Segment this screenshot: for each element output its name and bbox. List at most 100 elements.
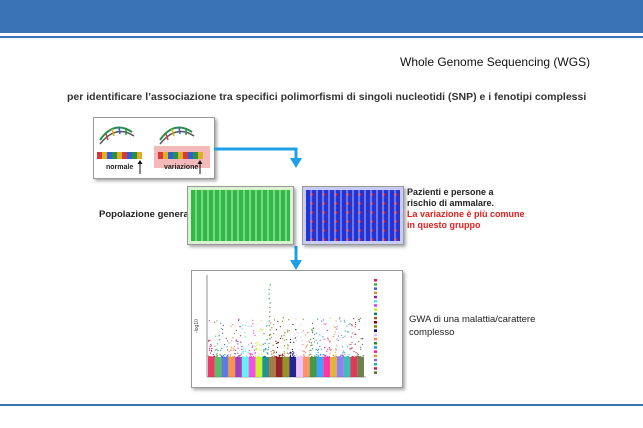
snp-point bbox=[317, 351, 319, 354]
snp-point bbox=[252, 319, 254, 321]
snp-point bbox=[211, 350, 213, 352]
snp-point bbox=[317, 349, 319, 351]
snp-point bbox=[217, 349, 219, 351]
snp-point bbox=[254, 349, 257, 351]
snp-point bbox=[249, 353, 251, 355]
snp-point bbox=[329, 350, 332, 352]
snp-point bbox=[295, 318, 297, 320]
legend-swatch bbox=[374, 279, 377, 282]
snp-point bbox=[300, 344, 302, 346]
snp-point bbox=[265, 349, 267, 351]
snp-point bbox=[354, 343, 356, 345]
snp-point bbox=[279, 356, 281, 358]
manhattan-legend bbox=[374, 279, 377, 374]
snp-point bbox=[317, 348, 320, 350]
slide-subtitle: per identificare l’associazione tra spec… bbox=[67, 91, 587, 103]
legend-swatch bbox=[374, 363, 377, 366]
chromosome-band bbox=[302, 357, 310, 377]
snp-point bbox=[208, 349, 211, 351]
snp-point bbox=[261, 344, 263, 346]
snp-point bbox=[329, 348, 331, 350]
snp-point bbox=[297, 356, 299, 358]
peak-point bbox=[269, 338, 271, 340]
snp-point bbox=[343, 356, 345, 358]
snp-point bbox=[316, 355, 318, 358]
snp-point bbox=[271, 327, 273, 329]
snp-point bbox=[314, 356, 316, 358]
snp-point bbox=[211, 348, 213, 350]
snp-point bbox=[303, 353, 305, 355]
snp-point bbox=[346, 325, 348, 327]
snp-point bbox=[324, 355, 326, 358]
variant-label: variazione bbox=[164, 164, 199, 171]
snp-point bbox=[336, 325, 338, 327]
snp-point bbox=[277, 320, 279, 322]
snp-point bbox=[340, 320, 342, 322]
snp-point bbox=[336, 356, 338, 358]
snp-point bbox=[273, 333, 275, 335]
snp-point bbox=[317, 354, 319, 356]
snp-point bbox=[283, 354, 285, 357]
snp-point bbox=[351, 325, 353, 327]
snp-point bbox=[329, 341, 331, 343]
legend-swatch bbox=[374, 333, 377, 337]
chromosome-band bbox=[262, 357, 270, 377]
snp-point bbox=[346, 331, 349, 333]
snp-point bbox=[348, 324, 350, 326]
snp-point bbox=[235, 339, 237, 341]
snp-point bbox=[212, 353, 214, 356]
snp-point bbox=[230, 346, 232, 348]
snp-point bbox=[221, 332, 224, 334]
snp-point bbox=[326, 329, 328, 331]
snp-point bbox=[290, 352, 292, 354]
snp-point bbox=[293, 352, 295, 354]
snp-point bbox=[311, 344, 313, 346]
snp-point bbox=[231, 356, 234, 358]
snp-point bbox=[227, 354, 229, 356]
snp-point bbox=[294, 337, 296, 339]
snp-point bbox=[208, 347, 211, 349]
snp-point bbox=[228, 350, 230, 353]
snp-point bbox=[226, 354, 228, 357]
snp-point bbox=[222, 354, 225, 357]
legend-swatch bbox=[374, 346, 377, 349]
snp-point bbox=[332, 354, 335, 357]
snp-point bbox=[287, 329, 289, 331]
snp-point bbox=[263, 348, 265, 351]
snp-point bbox=[289, 352, 291, 354]
peak-point bbox=[268, 324, 270, 327]
legend-swatch bbox=[374, 350, 377, 353]
snp-point bbox=[213, 356, 215, 358]
snp-point bbox=[272, 344, 274, 346]
snp-point bbox=[323, 354, 325, 356]
snp-point bbox=[301, 350, 303, 352]
snp-point bbox=[238, 318, 240, 320]
snp-point bbox=[248, 349, 250, 351]
snp-point bbox=[312, 330, 314, 332]
snp-point bbox=[319, 345, 321, 348]
snp-point bbox=[216, 320, 218, 322]
snp-point bbox=[265, 356, 267, 358]
peak-point bbox=[269, 333, 272, 336]
snp-point bbox=[258, 354, 260, 356]
snp-point bbox=[289, 356, 291, 358]
snp-panel: normale variazione bbox=[93, 117, 215, 179]
snp-point bbox=[361, 338, 364, 340]
snp-point bbox=[302, 343, 304, 346]
peak-point bbox=[269, 311, 271, 313]
snp-point bbox=[333, 356, 335, 358]
snp-point bbox=[244, 351, 246, 353]
snp-point bbox=[246, 355, 248, 358]
legend-swatch bbox=[374, 329, 377, 332]
snp-point bbox=[348, 331, 350, 333]
snp-point bbox=[215, 355, 217, 358]
snp-point bbox=[219, 354, 221, 356]
snp-point bbox=[250, 352, 252, 355]
snp-point bbox=[340, 334, 343, 337]
peak-point bbox=[268, 288, 270, 291]
snp-point bbox=[273, 350, 275, 352]
snp-point bbox=[291, 348, 293, 351]
snp-point bbox=[294, 355, 296, 357]
chromosome-band bbox=[336, 357, 344, 377]
snp-point bbox=[336, 338, 338, 340]
